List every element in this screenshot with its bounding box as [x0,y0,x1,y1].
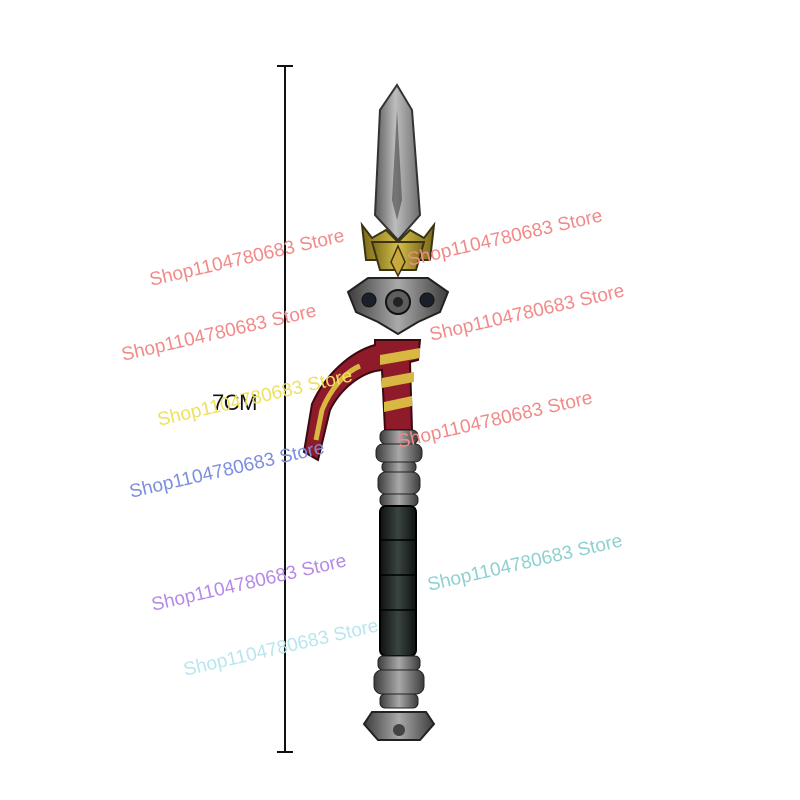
spear-shaft [379,505,417,657]
size-label: 7CM [212,390,257,415]
collar [346,277,450,336]
upper-grip [375,429,423,507]
pommel [362,655,436,741]
gold-guard [360,221,436,278]
spear-blade [373,83,422,242]
